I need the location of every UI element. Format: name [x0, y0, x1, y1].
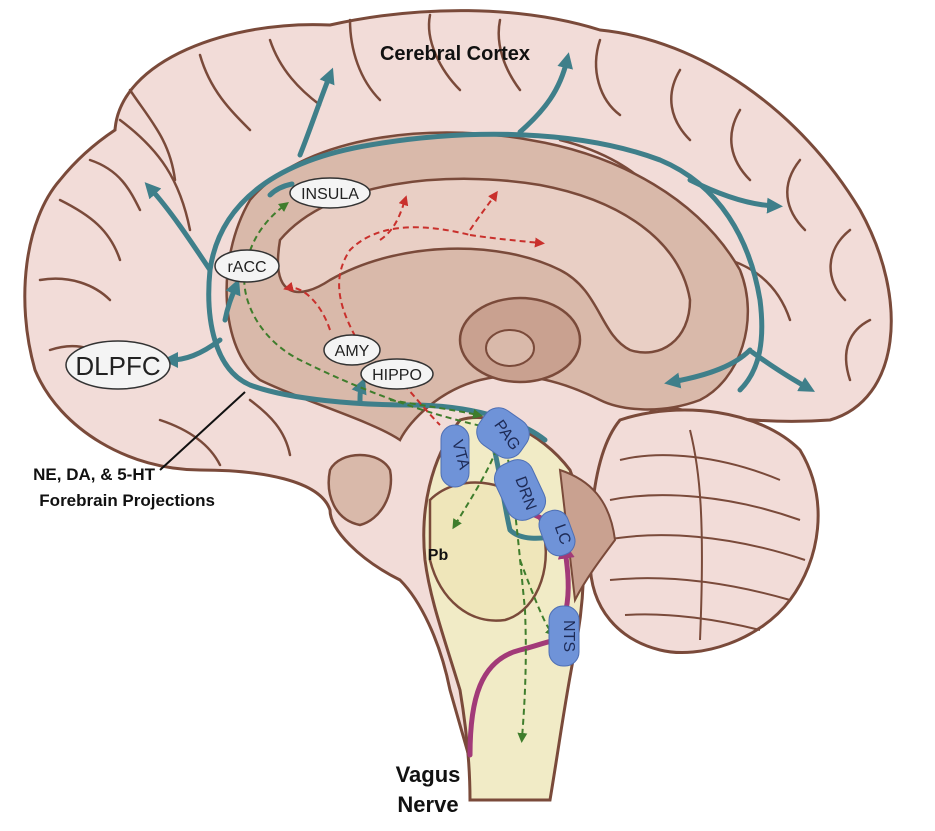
pag-nucleus: PAG	[476, 407, 530, 459]
vagus-label-line2: Nerve	[397, 792, 458, 817]
forebrain-projections	[144, 52, 815, 541]
projection-label-line1: NE, DA, & 5-HT	[33, 465, 155, 484]
nts-nucleus: NTS	[548, 605, 580, 667]
hippo-label: HIPPO	[372, 367, 422, 384]
racc-label: rACC	[227, 259, 266, 276]
lc-label: LC	[551, 522, 574, 547]
dlpfc-label: DLPFC	[75, 351, 160, 381]
red-dashed-pathways	[283, 190, 545, 426]
cerebellum	[588, 408, 820, 655]
amy-oval: AMY	[323, 334, 381, 366]
projection-callout-line	[159, 391, 246, 471]
hypothalamic-lobe	[327, 453, 393, 527]
insula-label: INSULA	[301, 186, 359, 203]
corpus-callosum	[276, 177, 692, 354]
cortex-sulci	[38, 13, 872, 467]
pb-label: Pb	[428, 547, 449, 564]
lc-nucleus: LC	[538, 509, 576, 557]
dlpfc-oval: DLPFC	[65, 340, 171, 390]
nts-label: NTS	[560, 620, 577, 652]
insula-oval: INSULA	[289, 177, 371, 209]
hippo-oval: HIPPO	[360, 358, 434, 390]
drn-nucleus: DRN	[493, 459, 547, 521]
fourth-ventricle	[558, 468, 617, 604]
amy-label: AMY	[335, 343, 370, 360]
cerebral-cortex-label: Cerebral Cortex	[380, 43, 530, 65]
vagus-label-line1: Vagus	[396, 762, 461, 787]
cerebellum-folia	[604, 429, 806, 641]
vta-nucleus: VTA	[440, 424, 473, 488]
racc-oval: rACC	[214, 249, 280, 283]
thalamic-nucleus	[485, 329, 535, 367]
projection-label-line2: Forebrain Projections	[39, 491, 215, 510]
